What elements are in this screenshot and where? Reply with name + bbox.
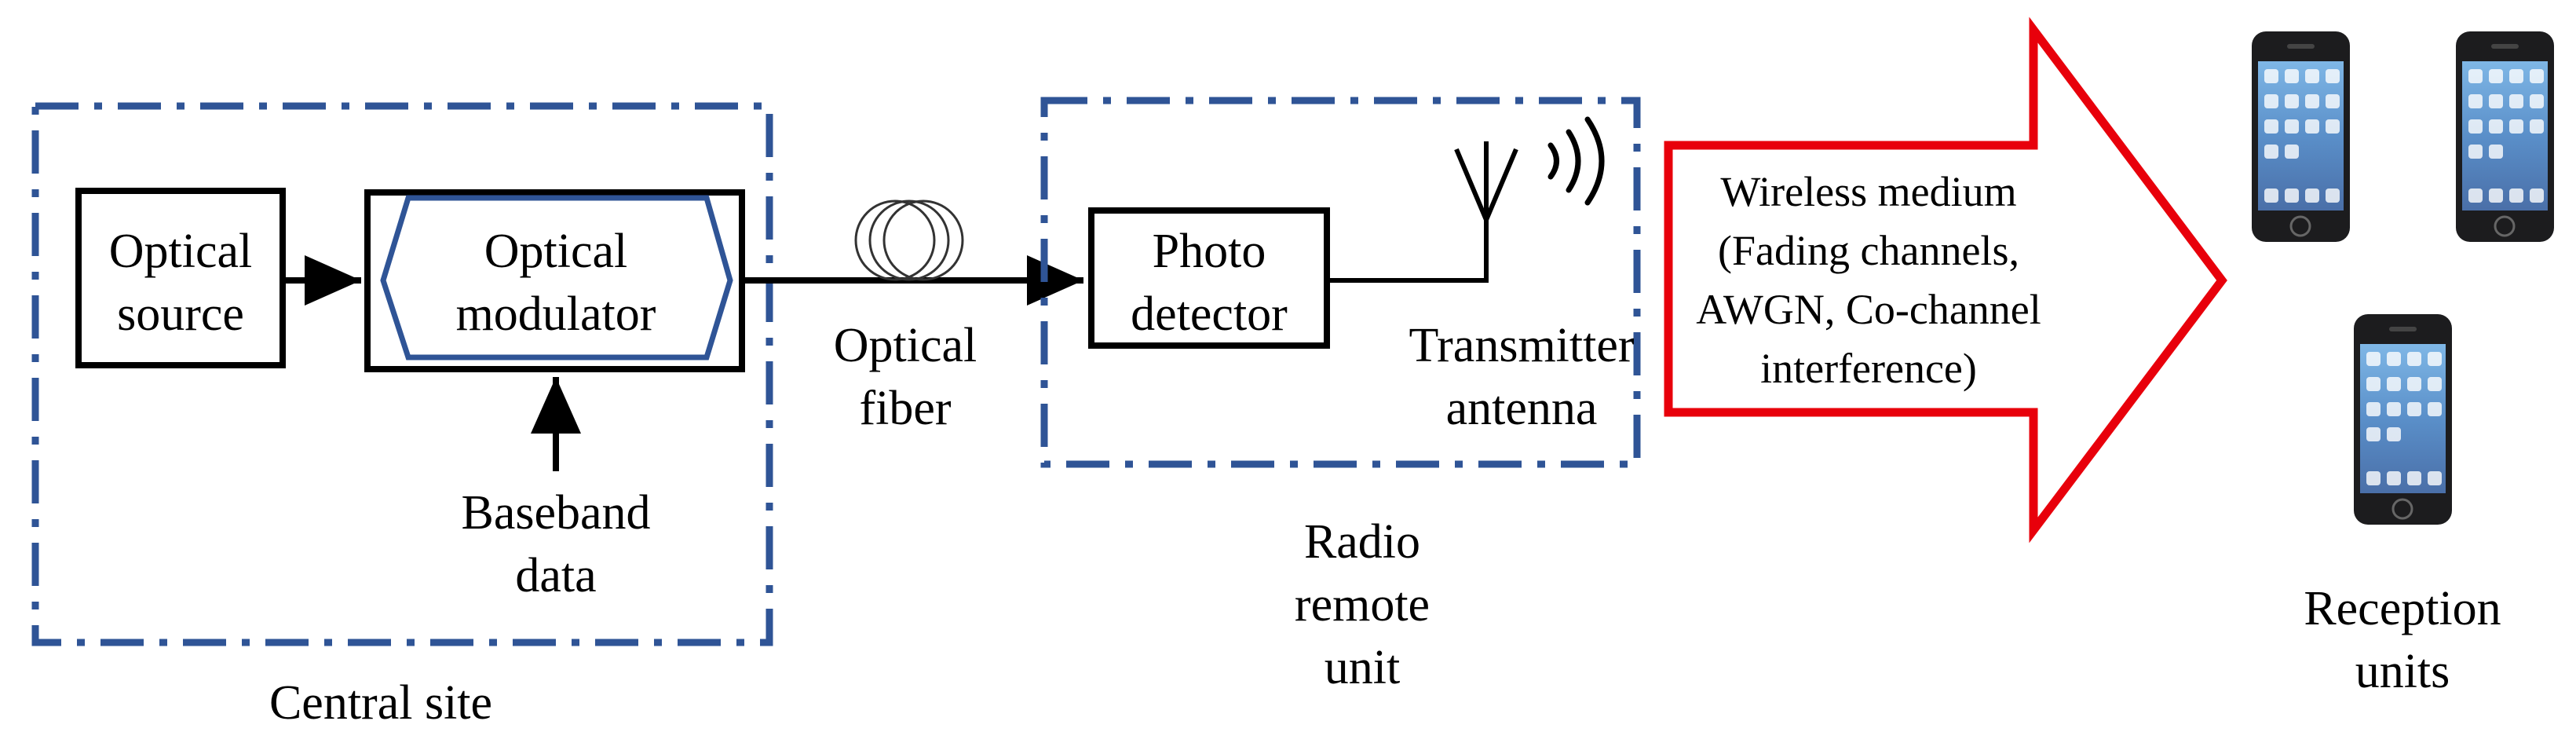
optical-modulator-block: Optical modulator [364, 189, 745, 372]
radio-remote-unit-title-2: remote [1295, 578, 1430, 631]
central-site-boundary [31, 102, 773, 646]
fiber-label-1: Optical [834, 319, 977, 372]
photo-detector-block: Photo detector [1088, 207, 1330, 349]
photo-detector-label-1: Photo [1153, 225, 1266, 278]
antenna-label-1: Transmitter [1409, 319, 1634, 372]
optical-source-label-2: source [117, 287, 244, 341]
smartphone-icon [2354, 314, 2452, 525]
reception-label-1: Reception [2304, 582, 2501, 635]
optical-source-block: Optical source [75, 188, 286, 368]
smartphone-icon [2252, 31, 2350, 242]
wireless-label-1: Wireless medium [1720, 168, 2016, 215]
wireless-label-2: (Fading channels, [1718, 227, 2019, 274]
baseband-label-2: data [515, 549, 596, 602]
photo-detector-label-2: detector [1131, 287, 1288, 341]
fiber-label-2: fiber [859, 382, 951, 435]
radio-remote-unit-boundary [1040, 97, 1641, 468]
detector-to-antenna-wire [1328, 192, 1489, 283]
radio-remote-unit-title-1: Radio [1304, 515, 1420, 569]
fiber-coil-icon [854, 199, 964, 281]
central-site-title: Central site [269, 676, 492, 730]
wireless-label-3: AWGN, Co-channel [1696, 286, 2041, 333]
wireless-label-4: interference) [1760, 345, 1977, 392]
optical-modulator-label-1: Optical [484, 225, 628, 278]
optical-modulator-label-2: modulator [456, 287, 656, 341]
antenna-icon [1454, 141, 1518, 221]
radio-waves-icon [1547, 116, 1605, 206]
baseband-label-1: Baseband [461, 486, 650, 540]
smartphone-icon [2456, 31, 2554, 242]
wireless-medium-arrow [1664, 16, 2227, 544]
antenna-label-2: antenna [1446, 382, 1598, 435]
reception-label-2: units [2355, 645, 2450, 698]
optical-source-label-1: Optical [109, 225, 253, 278]
modulator-hexagon [380, 195, 733, 361]
radio-remote-unit-title-3: unit [1325, 641, 1400, 694]
